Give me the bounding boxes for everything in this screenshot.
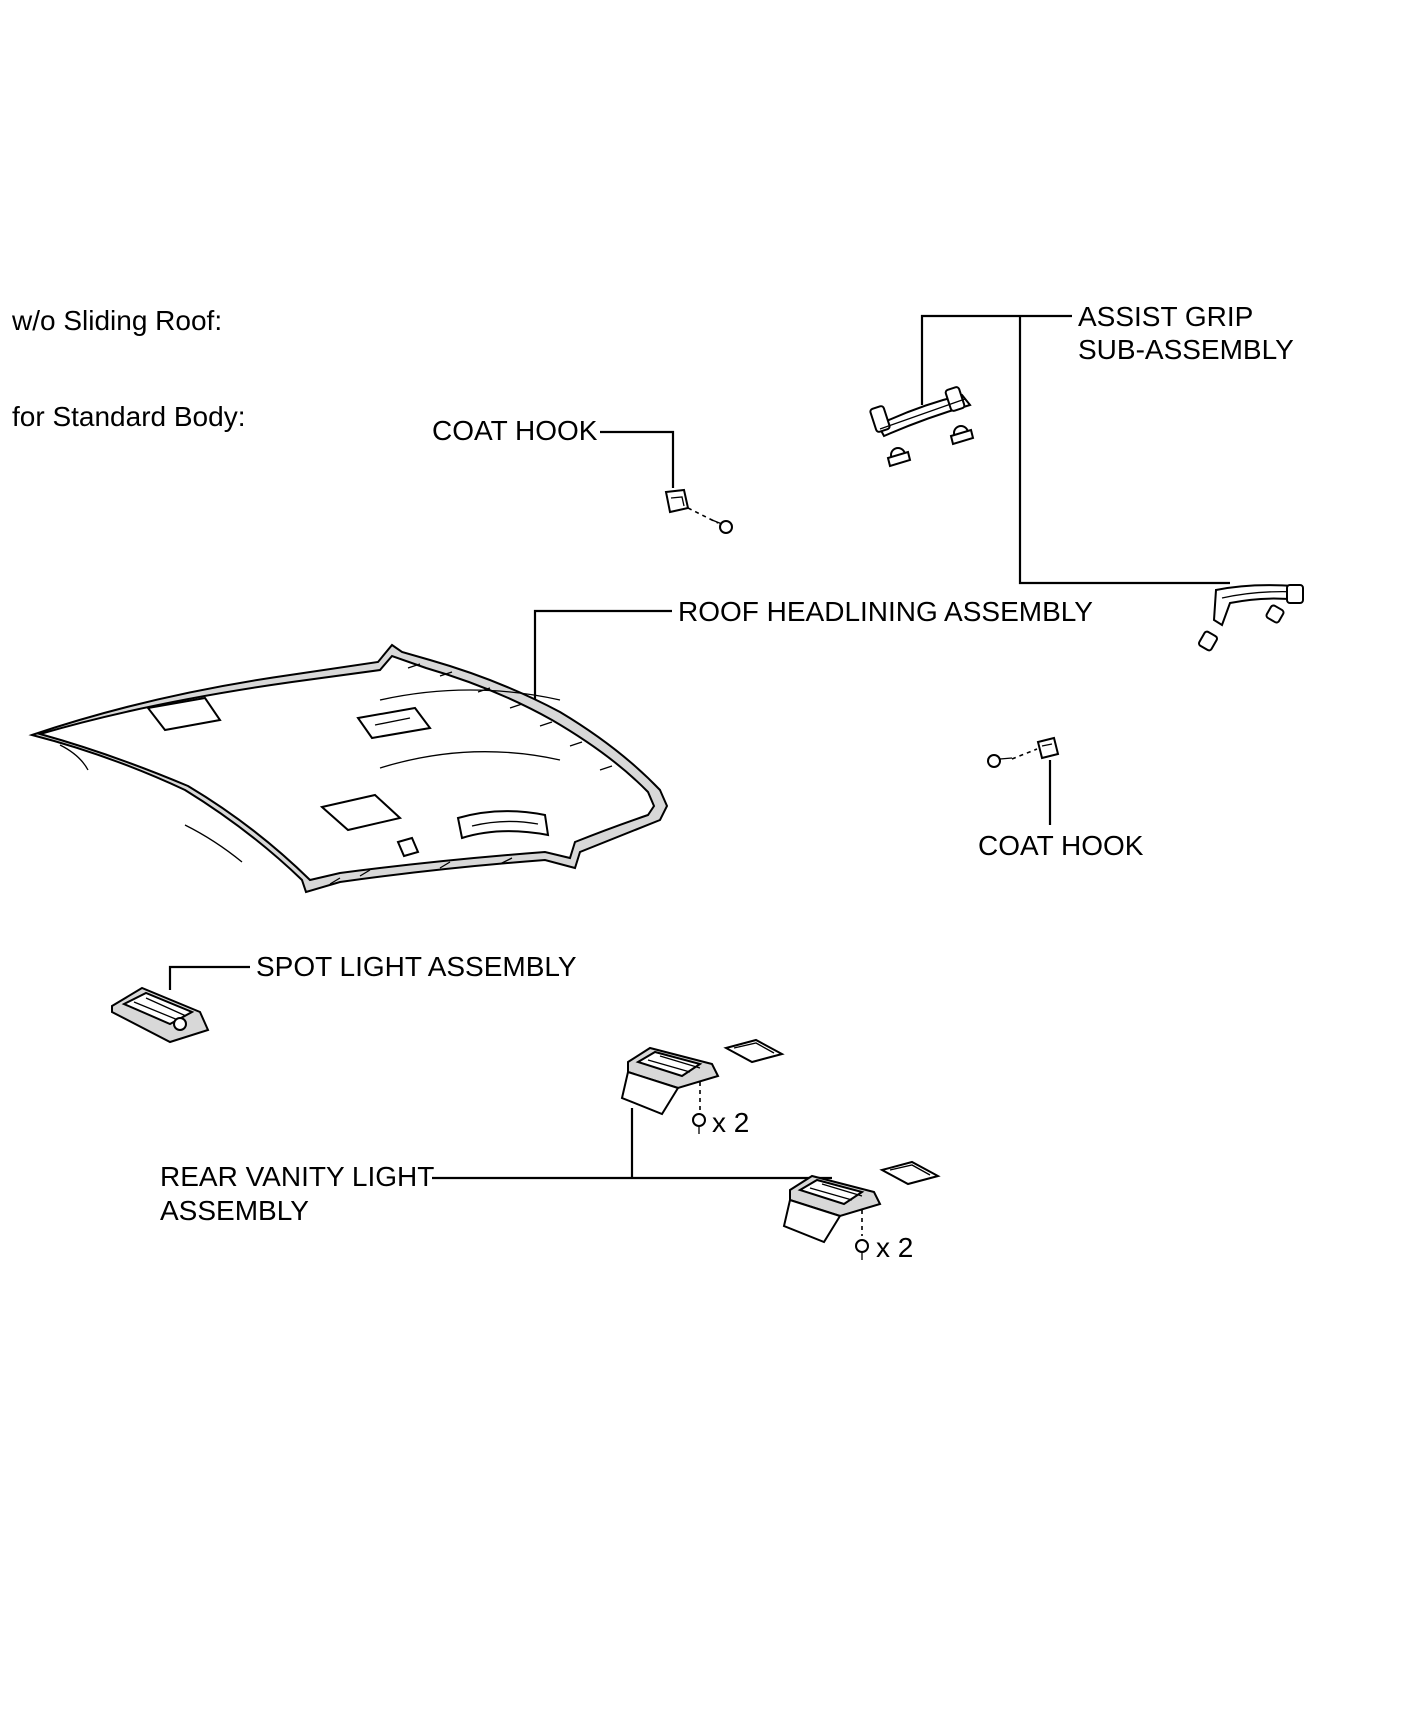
coat-hook-top-callout: COAT HOOK [432, 415, 733, 534]
rear-vanity-light-1-part: x 2 [620, 1038, 785, 1138]
rear-vanity-label-line1: REAR VANITY LIGHT [160, 1161, 434, 1192]
coat-hook-bottom-screw [987, 754, 1001, 768]
coat-hook-bottom-label: COAT HOOK [978, 830, 1144, 861]
roof-headlining-label: ROOF HEADLINING ASSEMBLY [678, 596, 1093, 627]
roof-headlining-callout: ROOF HEADLINING ASSEMBLY [533, 596, 1093, 700]
roof-headlining-part [28, 643, 669, 894]
spot-light-leader [168, 965, 250, 990]
assist-grip-front-part [869, 386, 975, 468]
headlining-vanity-opening [456, 810, 550, 840]
coat-hook-top-screw [719, 520, 733, 534]
headlining-opening-3 [319, 793, 403, 832]
vanity-screw-1 [692, 1113, 706, 1127]
rear-vanity-qty-2: x 2 [876, 1232, 913, 1263]
assist-grip-callout: ASSIST GRIP SUB-ASSEMBLY [920, 301, 1294, 585]
roof-headlining-leader [533, 609, 672, 700]
headlining-opening-1 [146, 696, 222, 732]
rear-vanity-qty-1: x 2 [712, 1107, 749, 1138]
spot-light-part [111, 986, 210, 1044]
coat-hook-top-part [664, 488, 690, 514]
condition-standard-body: for Standard Body: [12, 401, 245, 432]
condition-sliding-roof: w/o Sliding Roof: [11, 305, 222, 336]
coat-hook-top-label: COAT HOOK [432, 415, 598, 446]
assist-grip-label-line2: SUB-ASSEMBLY [1078, 334, 1294, 365]
assist-grip-leader-rear [1018, 316, 1230, 585]
rear-vanity-light-callout: REAR VANITY LIGHT ASSEMBLY [160, 1108, 832, 1226]
assist-grip-rear-part [1198, 584, 1304, 652]
assist-grip-label-line1: ASSIST GRIP [1078, 301, 1253, 332]
assist-grip-leader-front [920, 314, 1072, 405]
vanity-lens-1 [723, 1038, 785, 1064]
coat-hook-bottom-callout: COAT HOOK [978, 736, 1144, 861]
vanity-lens-2 [879, 1160, 941, 1186]
spot-light-callout: SPOT LIGHT ASSEMBLY [168, 951, 577, 990]
spot-light-label: SPOT LIGHT ASSEMBLY [256, 951, 577, 982]
coat-hook-bottom-part [1036, 736, 1060, 760]
rear-vanity-label-line2: ASSEMBLY [160, 1195, 309, 1226]
vanity-screw-2 [855, 1239, 869, 1253]
headlining-opening-2 [356, 706, 432, 740]
coat-hook-top-leader [600, 430, 675, 488]
rear-vanity-light-2-part: x 2 [782, 1160, 941, 1263]
